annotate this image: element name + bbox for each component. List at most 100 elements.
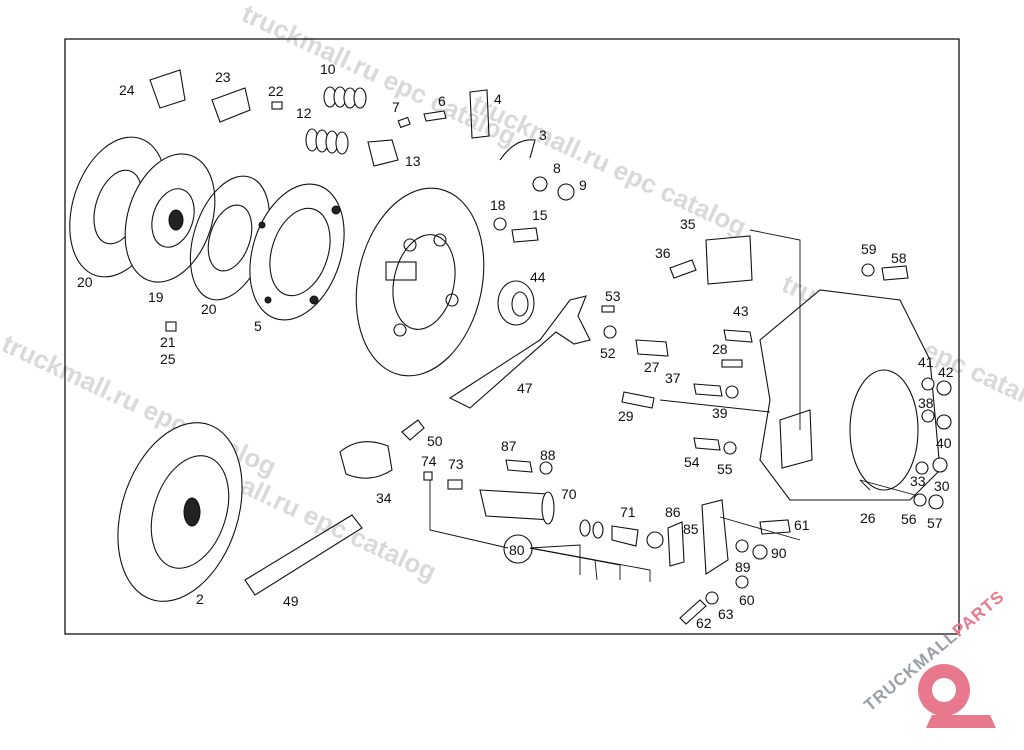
callout-63[interactable]: 63	[718, 606, 734, 622]
callout-73[interactable]: 73	[448, 456, 464, 472]
callout-56[interactable]: 56	[901, 511, 917, 527]
callout-28[interactable]: 28	[712, 341, 728, 357]
nut-90[interactable]	[752, 544, 768, 560]
callout-59[interactable]: 59	[861, 241, 877, 257]
clutch-disc-19[interactable]	[110, 142, 231, 293]
callout-33[interactable]: 33	[910, 473, 926, 489]
callout-21[interactable]: 21	[160, 334, 176, 350]
washer-8[interactable]	[532, 176, 548, 192]
bolt-87[interactable]	[505, 459, 533, 473]
callout-6[interactable]: 6	[438, 93, 446, 109]
nut-30[interactable]	[932, 457, 948, 473]
callout-7[interactable]: 7	[392, 99, 400, 115]
bolt-29[interactable]	[621, 391, 655, 409]
washer-56[interactable]	[913, 493, 927, 507]
callout-35[interactable]: 35	[680, 216, 696, 232]
clip-53[interactable]	[601, 305, 615, 313]
spring-12[interactable]	[305, 128, 349, 155]
callout-2[interactable]: 2	[196, 591, 204, 607]
callout-61[interactable]: 61	[794, 517, 810, 533]
callout-90[interactable]: 90	[771, 545, 787, 561]
callout-54[interactable]: 54	[684, 454, 700, 470]
callout-20b[interactable]: 20	[201, 301, 217, 317]
nut-60[interactable]	[735, 575, 749, 589]
callout-44[interactable]: 44	[530, 269, 546, 285]
cap-74[interactable]	[423, 471, 433, 481]
pin-22[interactable]	[271, 101, 283, 110]
callout-71[interactable]: 71	[620, 504, 636, 520]
callout-29[interactable]: 29	[618, 408, 634, 424]
callout-38[interactable]: 38	[918, 395, 934, 411]
callout-47[interactable]: 47	[517, 380, 533, 396]
callout-25[interactable]: 25	[160, 351, 176, 367]
plate-4[interactable]	[469, 89, 490, 139]
pressure-plate-5[interactable]	[234, 172, 361, 332]
callout-8[interactable]: 8	[553, 160, 561, 176]
callout-4[interactable]: 4	[494, 91, 502, 107]
release-fork-47[interactable]	[448, 295, 591, 409]
nut-57[interactable]	[928, 494, 944, 510]
bolt-15[interactable]	[511, 227, 539, 243]
pin-50[interactable]	[401, 419, 425, 441]
callout-13[interactable]: 13	[405, 153, 421, 169]
stud-27[interactable]	[635, 339, 669, 357]
callout-43[interactable]: 43	[733, 303, 749, 319]
spring-10[interactable]	[323, 86, 367, 109]
callout-22[interactable]: 22	[268, 83, 284, 99]
bolt-43[interactable]	[723, 329, 753, 343]
callout-62[interactable]: 62	[696, 615, 712, 631]
callout-52[interactable]: 52	[600, 345, 616, 361]
washer-63[interactable]	[705, 591, 719, 605]
bolt-37[interactable]	[693, 383, 723, 397]
washer-88[interactable]	[539, 461, 553, 475]
callout-27[interactable]: 27	[644, 359, 660, 375]
callout-60[interactable]: 60	[739, 592, 755, 608]
callout-42[interactable]: 42	[938, 364, 954, 380]
bolt-62[interactable]	[679, 599, 707, 625]
bolt-54[interactable]	[693, 437, 721, 451]
bushing-13[interactable]	[367, 139, 399, 167]
pin-21[interactable]	[165, 321, 177, 332]
callout-15[interactable]: 15	[532, 207, 548, 223]
washer-39[interactable]	[725, 385, 739, 399]
callout-30[interactable]: 30	[934, 478, 950, 494]
plate-86[interactable]	[667, 521, 685, 567]
bracket-85[interactable]	[701, 499, 729, 575]
callout-34[interactable]: 34	[376, 490, 392, 506]
callout-5[interactable]: 5	[254, 318, 262, 334]
callout-37[interactable]: 37	[665, 370, 681, 386]
callout-36[interactable]: 36	[655, 245, 671, 261]
callout-23[interactable]: 23	[215, 69, 231, 85]
bolt-36[interactable]	[669, 259, 697, 279]
bolt-61[interactable]	[759, 519, 791, 535]
spring-plate-24[interactable]	[149, 69, 186, 109]
release-bearing-44[interactable]	[497, 280, 535, 326]
callout-12[interactable]: 12	[296, 105, 312, 121]
callout-74[interactable]: 74	[421, 453, 437, 469]
callout-89[interactable]: 89	[735, 559, 751, 575]
nut-40[interactable]	[936, 414, 952, 430]
callout-9[interactable]: 9	[579, 177, 587, 193]
callout-55[interactable]: 55	[717, 461, 733, 477]
callout-19[interactable]: 19	[148, 289, 164, 305]
bell-housing-26[interactable]	[759, 289, 941, 501]
callout-85[interactable]: 85	[683, 521, 699, 537]
washer-38[interactable]	[921, 409, 935, 423]
nut-42[interactable]	[936, 380, 952, 396]
callout-87[interactable]: 87	[501, 438, 517, 454]
callout-50[interactable]: 50	[427, 433, 443, 449]
callout-88[interactable]: 88	[540, 447, 556, 463]
washer-18[interactable]	[493, 217, 507, 231]
clutch-assembly-2[interactable]	[96, 407, 263, 618]
callout-40[interactable]: 40	[936, 435, 952, 451]
spring-71[interactable]	[579, 519, 639, 547]
callout-20a[interactable]: 20	[77, 274, 93, 290]
callout-80[interactable]: 80	[509, 542, 525, 558]
washer-55[interactable]	[723, 441, 737, 455]
callout-58[interactable]: 58	[891, 250, 907, 266]
shim-23[interactable]	[211, 87, 251, 123]
callout-41[interactable]: 41	[918, 354, 934, 370]
spring-clip-3[interactable]	[499, 139, 536, 161]
pin-7[interactable]	[397, 116, 411, 129]
flywheel-housing-cover[interactable]	[340, 176, 501, 388]
